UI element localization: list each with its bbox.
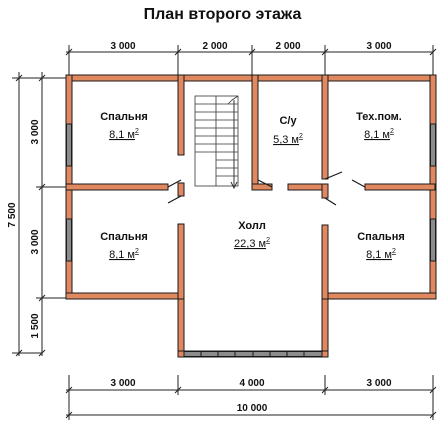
windows	[66, 123, 436, 357]
doors	[167, 171, 366, 206]
top-dimension-line	[65, 45, 437, 75]
wall-left-horizontal	[65, 183, 169, 191]
wall-stair-left	[177, 74, 185, 156]
room-area: 22,3 м2	[234, 237, 270, 250]
wall-right-upper	[321, 74, 329, 180]
left-dim-1: 3 000	[30, 119, 41, 144]
left-dim-3: 1 500	[30, 313, 41, 338]
outer-wall-bottom-right	[321, 292, 437, 300]
room-bedroom-right: Спальня 8,1 м2	[357, 231, 405, 261]
room-area: 8,1 м2	[366, 248, 396, 261]
door-bedroom-top-left	[167, 179, 182, 188]
door-tech-room-2	[351, 179, 366, 188]
top-dim-3: 2 000	[275, 41, 300, 52]
outer-wall-top-mid	[177, 74, 260, 82]
left-dim-total: 7 500	[7, 202, 18, 227]
outer-wall-lower-right	[321, 292, 329, 358]
room-bathroom: С/у 5,3 м2	[273, 115, 303, 146]
door-tech-room	[324, 171, 343, 180]
wall-left-jamb	[177, 182, 185, 197]
bottom-dim-3: 3 000	[366, 378, 391, 389]
outer-wall-bottom-left	[65, 292, 185, 300]
wall-left-lower	[177, 223, 185, 300]
room-name: Тех.пом.	[356, 111, 402, 123]
wall-bath-left	[251, 74, 259, 191]
bottom-dim-total: 10 000	[237, 403, 268, 414]
staircase	[194, 95, 239, 190]
left-dimension-lines	[12, 72, 66, 357]
room-area: 8,1 м2	[109, 248, 139, 261]
room-name: С/у	[279, 115, 297, 127]
door-bathroom	[257, 179, 273, 188]
left-dim-2: 3 000	[30, 229, 41, 254]
wall-right-horizontal	[364, 183, 436, 191]
top-dim-2: 2 000	[202, 41, 227, 52]
wall-right-jamb	[321, 183, 329, 199]
room-name: Спальня	[100, 111, 148, 123]
room-name: Спальня	[100, 231, 148, 243]
outer-wall-lower-left	[177, 292, 185, 358]
wall-right-lower	[321, 224, 329, 300]
room-bedroom-bottom-left: Спальня 8,1 м2	[100, 231, 148, 261]
bottom-dimension-lines	[65, 375, 437, 420]
room-tech-room: Тех.пом. 8,1 м2	[356, 111, 402, 141]
door-bedroom-bottom-left	[167, 195, 182, 204]
outer-wall-top-right	[251, 74, 437, 82]
top-dim-4: 3 000	[366, 41, 391, 52]
plan-title: План второго этажа	[143, 6, 302, 23]
room-bedroom-top-left: Спальня 8,1 м2	[100, 111, 148, 141]
room-area: 5,3 м2	[273, 133, 303, 146]
bottom-dim-2: 4 000	[239, 378, 264, 389]
door-bedroom-right	[324, 197, 337, 206]
wall-bath-bottom-right	[287, 183, 325, 191]
room-hall: Холл 22,3 м2	[234, 220, 270, 250]
room-name: Спальня	[357, 231, 405, 243]
bottom-dim-1: 3 000	[110, 378, 135, 389]
room-area: 8,1 м2	[364, 128, 394, 141]
top-dim-1: 3 000	[110, 41, 135, 52]
room-area: 8,1 м2	[109, 128, 139, 141]
outer-wall-top-left	[65, 74, 185, 82]
walls	[65, 74, 437, 358]
room-name: Холл	[238, 220, 266, 232]
